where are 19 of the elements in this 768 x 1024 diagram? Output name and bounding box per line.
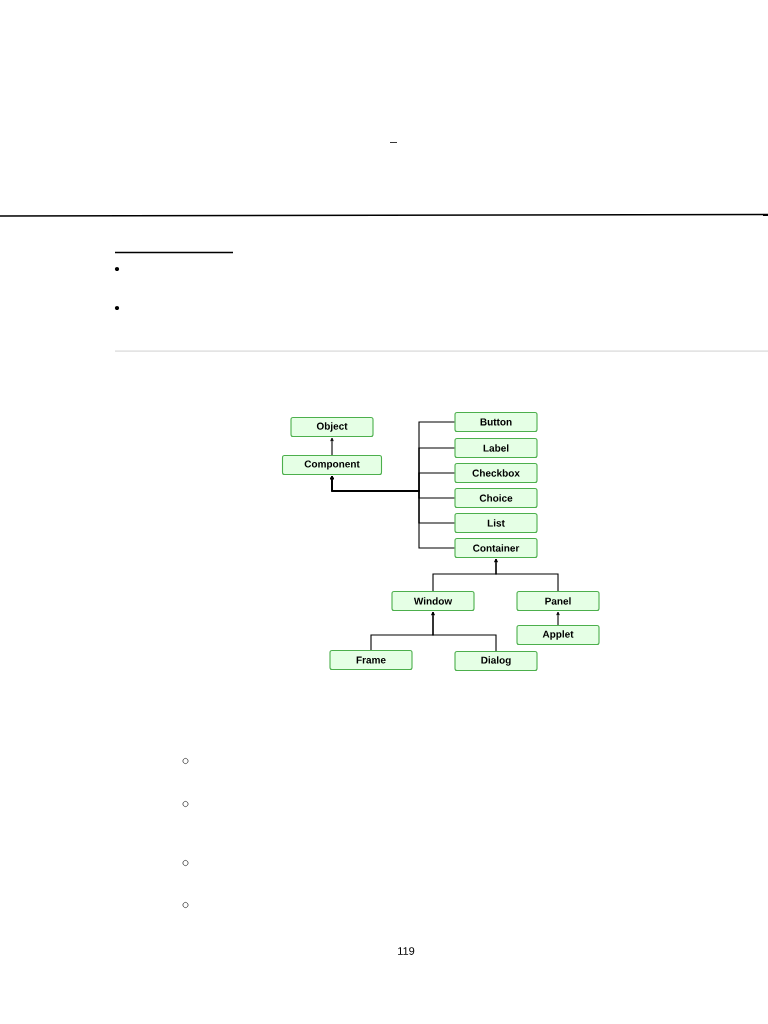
class-box: Applet (516, 624, 600, 646)
arrow (431, 611, 497, 652)
class-box: Button (454, 411, 538, 433)
page-number: 119 (398, 947, 415, 955)
class-box: Object (290, 416, 374, 438)
class-box: Checkbox (454, 462, 538, 484)
class-box: Dialog (454, 650, 538, 672)
class-box: Container (454, 537, 538, 559)
arrow (330, 475, 455, 549)
arrow (494, 558, 559, 592)
class-box: List (454, 512, 538, 534)
arrow (556, 611, 560, 626)
arrow (330, 437, 334, 456)
class-box: Frame (329, 649, 413, 671)
class-box: Label (454, 437, 538, 459)
class-box: Window (391, 590, 475, 612)
class-box: Choice (454, 487, 538, 509)
class-box: Component (281, 454, 383, 476)
class-box: Panel (516, 590, 600, 612)
